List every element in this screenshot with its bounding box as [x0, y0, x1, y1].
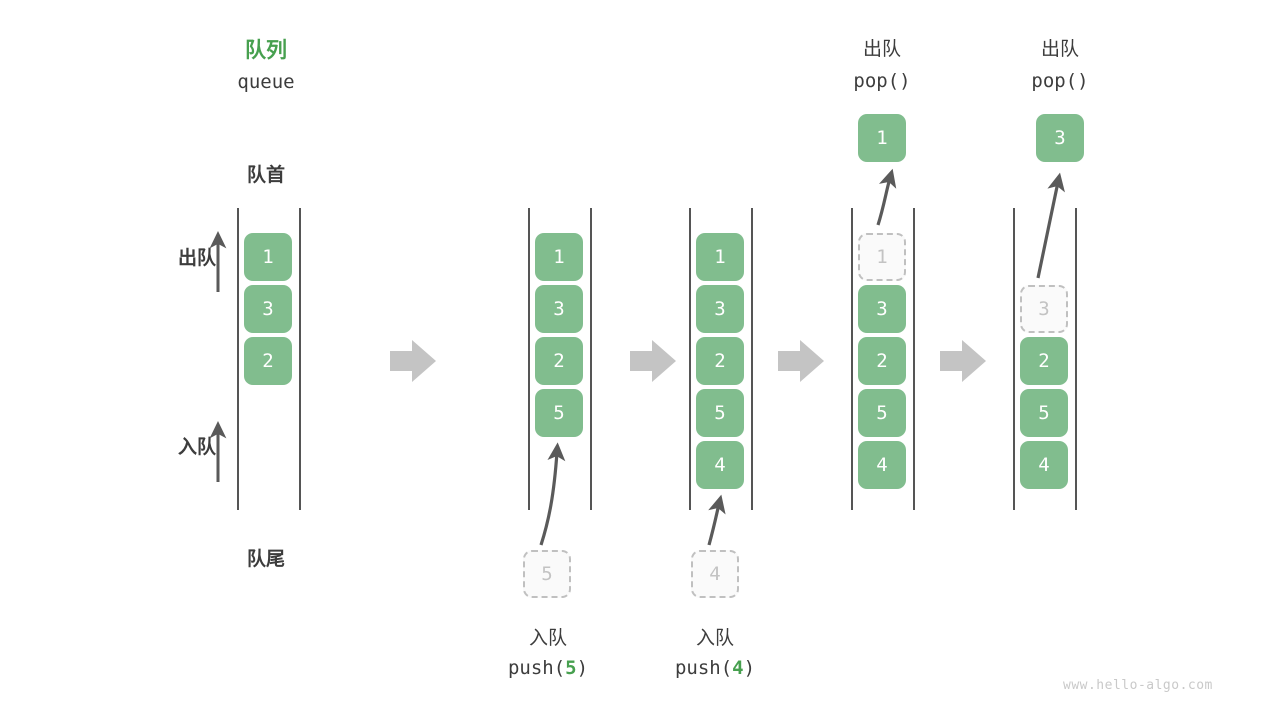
queue-cell: 2 [1020, 337, 1068, 385]
queue-cell: 1 [244, 233, 292, 281]
push5-code-prefix: push( [507, 657, 566, 679]
ghost-cell-removed: 3 [1020, 285, 1068, 333]
pop2-arrow [1036, 172, 1065, 279]
ghost-cell-incoming: 4 [691, 550, 739, 598]
figure-title-cn: 队列 [245, 39, 287, 62]
push5-code-value: 5 [565, 657, 577, 679]
step-arrow [940, 340, 986, 382]
step-arrow [390, 340, 436, 382]
queue-cell: 4 [858, 441, 906, 489]
queue-cell-pushed: 4 [696, 441, 744, 489]
rail-left-col2 [528, 208, 530, 510]
queue-cell: 3 [696, 285, 744, 333]
queue-cell: 3 [244, 285, 292, 333]
push5-label-code: push(5) [473, 657, 623, 679]
step-arrow [630, 340, 676, 382]
watermark: www.hello-algo.com [1063, 678, 1213, 693]
pop1-label-code: pop() [853, 70, 911, 92]
rail-right-col1 [299, 208, 301, 510]
queue-cell: 2 [535, 337, 583, 385]
queue-cell: 2 [858, 337, 906, 385]
queue-cell: 4 [1020, 441, 1068, 489]
pop1-label-cn: 出队 [862, 39, 901, 60]
queue-cell: 3 [858, 285, 906, 333]
push4-code-value: 4 [732, 657, 744, 679]
rail-left-col3 [689, 208, 691, 510]
queue-cell: 5 [1020, 389, 1068, 437]
popped-cell: 1 [858, 114, 906, 162]
queue-cell: 5 [696, 389, 744, 437]
queue-cell: 5 [858, 389, 906, 437]
push4-label-cn: 入队 [695, 628, 734, 649]
pop1-arrow [876, 168, 897, 226]
push4-code-prefix: push( [674, 657, 733, 679]
rear-label: 队尾 [246, 549, 285, 570]
queue-cell: 2 [696, 337, 744, 385]
rail-left-col5 [1013, 208, 1015, 510]
rail-left-col4 [851, 208, 853, 510]
front-label: 队首 [246, 165, 285, 186]
rail-right-col3 [751, 208, 753, 510]
push4-label-code: push(4) [640, 657, 790, 679]
push5-arrow [539, 442, 566, 546]
ghost-cell-removed: 1 [858, 233, 906, 281]
push4-arrow [707, 494, 726, 546]
queue-cell: 1 [535, 233, 583, 281]
pop2-label-code: pop() [1031, 70, 1089, 92]
figure-title-en: queue [237, 71, 295, 93]
rail-left-col1 [237, 208, 239, 510]
queue-cell: 3 [535, 285, 583, 333]
dequeue-direction-label: 出队 [177, 248, 216, 269]
queue-cell: 1 [696, 233, 744, 281]
queue-cell-pushed: 5 [535, 389, 583, 437]
ghost-cell-incoming: 5 [523, 550, 571, 598]
rail-right-col4 [913, 208, 915, 510]
enqueue-direction-label: 入队 [177, 437, 216, 458]
rail-right-col5 [1075, 208, 1077, 510]
pop2-label-cn: 出队 [1040, 39, 1079, 60]
popped-cell: 3 [1036, 114, 1084, 162]
queue-cell: 2 [244, 337, 292, 385]
push4-code-suffix: ) [743, 657, 756, 679]
push5-label-cn: 入队 [528, 628, 567, 649]
rail-right-col2 [590, 208, 592, 510]
step-arrow [778, 340, 824, 382]
push5-code-suffix: ) [576, 657, 589, 679]
